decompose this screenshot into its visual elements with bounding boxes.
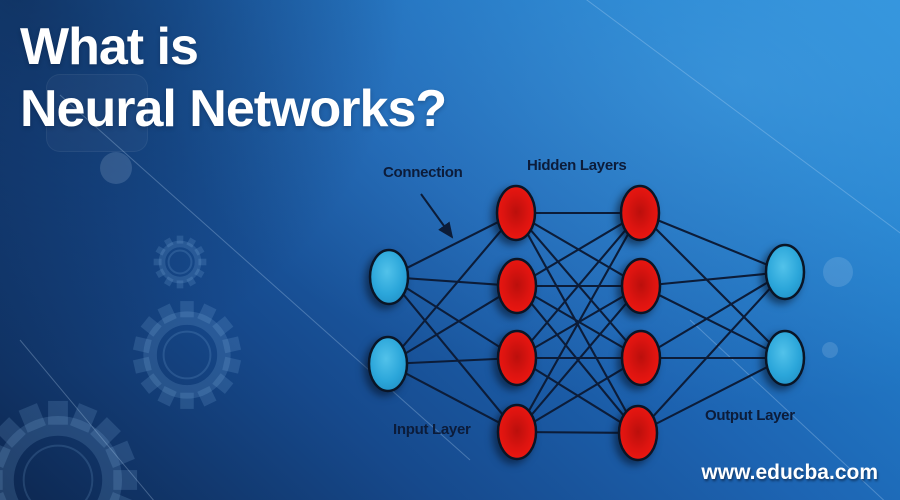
edge bbox=[637, 271, 786, 434]
website-watermark: www.educba.com bbox=[701, 461, 878, 484]
title-line2: Neural Networks? bbox=[20, 80, 447, 138]
neuron-hidden-2-1 bbox=[619, 184, 661, 242]
edge bbox=[640, 285, 786, 359]
connection-label: Connection bbox=[383, 164, 463, 181]
gear-icon bbox=[0, 400, 138, 500]
edge bbox=[640, 271, 786, 359]
neuron-hidden-1-1 bbox=[495, 184, 537, 242]
neuron-input-1 bbox=[368, 248, 410, 306]
neuron-output-1 bbox=[764, 243, 806, 301]
connection-arrow bbox=[420, 193, 454, 239]
decor-rounded-rect bbox=[46, 74, 148, 152]
edge bbox=[388, 275, 518, 288]
edge bbox=[387, 363, 518, 433]
edge bbox=[388, 212, 517, 278]
edge bbox=[640, 270, 786, 288]
edge bbox=[388, 276, 518, 359]
input-layer-label: Input Layer bbox=[393, 421, 471, 438]
edge bbox=[516, 285, 642, 433]
neuron-hidden-2-4 bbox=[617, 404, 659, 462]
gear-icon bbox=[132, 301, 242, 409]
neuron-hidden-2-2 bbox=[620, 257, 662, 315]
edge bbox=[387, 212, 517, 365]
edge bbox=[516, 212, 641, 433]
decor-circle bbox=[823, 257, 853, 287]
edge bbox=[639, 212, 786, 273]
gear-icon bbox=[153, 235, 207, 289]
decor-circle bbox=[822, 342, 838, 358]
output-layer-label: Output Layer bbox=[705, 407, 795, 424]
nodes-group bbox=[367, 184, 806, 462]
edge bbox=[516, 212, 641, 287]
edge bbox=[516, 357, 642, 433]
edges-group bbox=[387, 211, 786, 435]
decor-line bbox=[689, 319, 885, 500]
title-line1: What is bbox=[20, 18, 199, 76]
edge bbox=[387, 356, 518, 366]
neuron-output-2 bbox=[764, 329, 806, 387]
decor-line bbox=[19, 339, 154, 500]
hidden-layers-label: Hidden Layers bbox=[527, 157, 627, 174]
decor-line bbox=[59, 94, 471, 461]
neuron-hidden-1-2 bbox=[496, 257, 538, 315]
edge bbox=[388, 276, 518, 433]
edge bbox=[516, 212, 641, 359]
edge bbox=[639, 212, 786, 359]
decor-circle bbox=[100, 152, 132, 184]
edge bbox=[637, 357, 786, 434]
neuron-input-2 bbox=[367, 335, 409, 393]
edge bbox=[387, 285, 518, 365]
neuron-hidden-2-3 bbox=[620, 329, 662, 387]
neuron-hidden-1-3 bbox=[496, 329, 538, 387]
neuron-hidden-1-4 bbox=[496, 403, 538, 461]
decor-line bbox=[586, 0, 900, 234]
